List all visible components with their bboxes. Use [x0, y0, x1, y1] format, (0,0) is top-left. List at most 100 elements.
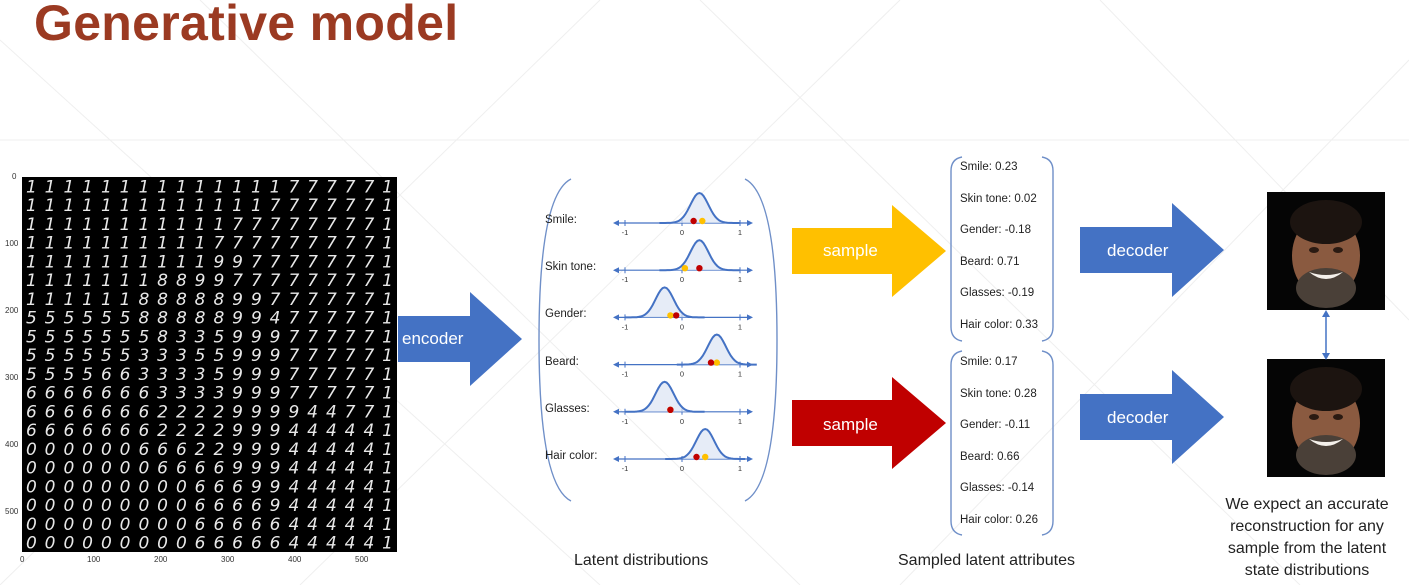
axis-tick-label: -1 [622, 370, 629, 379]
sampled-bottom-attribute: Skin tone: 0.28 [960, 387, 1037, 400]
mnist-digit: 7 [213, 234, 224, 254]
axis-tick-label: 1 [738, 417, 742, 426]
mnist-digit: 1 [120, 271, 131, 291]
mnist-digit: 6 [101, 421, 112, 441]
encoder-label: encoder [402, 329, 464, 348]
mnist-digit: 7 [326, 252, 337, 272]
sampled-top-attribute: Hair color: 0.33 [960, 319, 1038, 331]
mnist-digit: 1 [382, 515, 393, 535]
mnist-digit: 4 [326, 421, 337, 441]
axis-arrow-right [747, 456, 753, 462]
mnist-digit: 1 [382, 271, 393, 291]
sample-point-red [690, 217, 697, 225]
mnist-digit: 6 [195, 496, 206, 516]
mnist-digit: 1 [382, 365, 393, 385]
mnist-digit: 6 [45, 402, 56, 422]
mnist-digit: 5 [82, 327, 93, 347]
mnist-digit: 7 [326, 384, 337, 404]
mnist-digit: 1 [82, 252, 93, 272]
mnist-digit: 9 [251, 327, 262, 347]
mnist-digit: 1 [26, 290, 37, 310]
mnist-digit: 1 [195, 215, 206, 235]
latent-distributions-caption: Latent distributions [574, 552, 709, 569]
mnist-digit: 9 [232, 346, 243, 366]
mnist-digit: 1 [138, 177, 149, 197]
axis-tick-label: -1 [622, 322, 629, 331]
axis-arrow-right [747, 267, 753, 274]
mnist-digit: 1 [120, 177, 131, 197]
mnist-digit: 1 [176, 196, 187, 216]
distribution-fill [624, 287, 705, 318]
mnist-digit: 3 [195, 365, 206, 385]
mnist-digit: 1 [101, 196, 112, 216]
mnist-digit: 1 [26, 196, 37, 216]
sampled-bottom-attribute: Gender: -0.11 [960, 419, 1031, 432]
axis-arrow-left [613, 361, 619, 368]
decoder-arrow-bottom [1080, 370, 1224, 464]
mnist-digit: 4 [307, 477, 318, 497]
axis-arrow-right [747, 408, 753, 415]
mnist-digit: 7 [232, 271, 243, 291]
mnist-digit: 0 [45, 440, 56, 460]
mnist-digit: 6 [26, 421, 37, 441]
mnist-digit: 0 [157, 496, 168, 516]
mnist-digit: 0 [82, 440, 93, 460]
latent-attribute-label: Skin tone: [545, 261, 597, 274]
mnist-digit: 1 [101, 271, 112, 291]
reconstructed-face-top [1267, 192, 1385, 310]
mnist-digit: 1 [82, 271, 93, 291]
mnist-digit: 5 [213, 327, 224, 347]
mnist-digit: 6 [213, 534, 224, 552]
distribution-curve [665, 427, 746, 460]
sampled-attributes-caption: Sampled latent attributes [898, 552, 1075, 569]
mnist-digit: 1 [382, 234, 393, 254]
mnist-digit: 5 [120, 346, 131, 366]
mnist-digit: 7 [288, 384, 299, 404]
mnist-digit: 1 [157, 252, 168, 272]
mnist-digit: 7 [270, 215, 281, 235]
mnist-digit: 1 [63, 290, 74, 310]
mnist-digit: 6 [63, 421, 74, 441]
mnist-digit: 9 [270, 440, 281, 460]
mnist-digit: 0 [120, 496, 131, 516]
mnist-digit: 7 [363, 252, 374, 272]
mnist-digit: 5 [45, 327, 56, 347]
mnist-digit: 0 [101, 496, 112, 516]
mnist-digit: 0 [176, 496, 187, 516]
mnist-digit: 9 [270, 459, 281, 479]
mnist-digit: 0 [82, 459, 93, 479]
mnist-digit: 5 [26, 327, 37, 347]
mnist-digit: 7 [288, 177, 299, 197]
mnist-digit: 4 [326, 477, 337, 497]
mnist-digit: 1 [101, 290, 112, 310]
mnist-digit: 3 [138, 365, 149, 385]
mnist-digit: 7 [288, 290, 299, 310]
sampled-bottom-attribute: Smile: 0.17 [960, 356, 1018, 368]
mnist-digit: 4 [288, 421, 299, 441]
mnist-digit: 3 [176, 384, 187, 404]
mnist-digit: 1 [101, 234, 112, 254]
mnist-digit: 2 [176, 421, 187, 441]
axis-arrow-left [613, 267, 619, 274]
mnist-digit: 6 [195, 459, 206, 479]
axis-tick-label: 0 [680, 322, 684, 331]
mnist-digit: 7 [270, 290, 281, 310]
mnist-digit: 1 [63, 271, 74, 291]
mnist-digit: 7 [363, 384, 374, 404]
sample-point-red [696, 265, 703, 272]
mnist-digit: 1 [176, 177, 187, 197]
axis-arrow-left [613, 408, 619, 415]
mnist-digit: 5 [26, 365, 37, 385]
mnist-digit: 7 [251, 234, 262, 254]
mnist-digit: 1 [138, 234, 149, 254]
mnist-x-tick: 400 [288, 555, 302, 564]
mnist-digit: 7 [363, 309, 374, 329]
mnist-digit: 7 [345, 327, 356, 347]
mnist-digit: 6 [63, 402, 74, 422]
mnist-digit: 0 [138, 459, 149, 479]
sample-point-yellow [702, 453, 709, 461]
mnist-digit: 9 [232, 252, 243, 272]
